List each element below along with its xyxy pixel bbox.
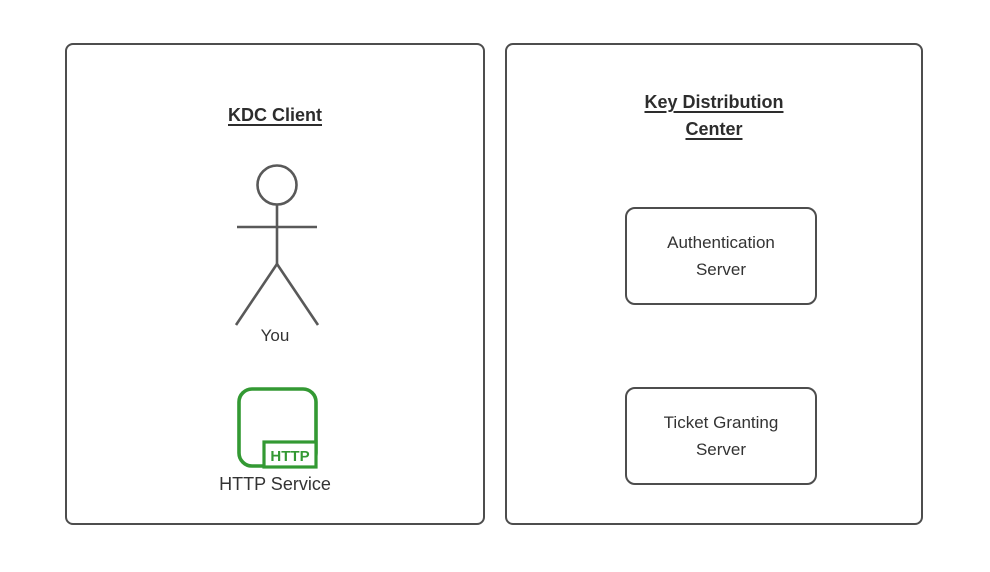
key-distribution-center-panel: Key Distribution Center Authentication S… <box>505 43 923 525</box>
http-service-icon: HTTP <box>237 387 318 469</box>
kdc-client-panel: KDC Client You HTTP HTTP Service <box>65 43 485 525</box>
authentication-server-label: Authentication Server <box>667 233 775 279</box>
kdc-title-text: Key Distribution Center <box>644 92 784 139</box>
ticket-granting-server-box: Ticket Granting Server <box>625 387 817 485</box>
authentication-server-box: Authentication Server <box>625 207 817 305</box>
http-badge-text: HTTP <box>270 448 309 465</box>
http-service-label: HTTP Service <box>219 474 331 494</box>
ticket-granting-server-label: Ticket Granting Server <box>663 413 779 459</box>
kdc-client-title: KDC Client <box>67 102 483 129</box>
kdc-title: Key Distribution Center <box>507 89 921 143</box>
kdc-client-title-text: KDC Client <box>228 105 322 125</box>
stick-figure-actor-icon <box>234 164 320 326</box>
actor-label: You <box>260 326 290 345</box>
